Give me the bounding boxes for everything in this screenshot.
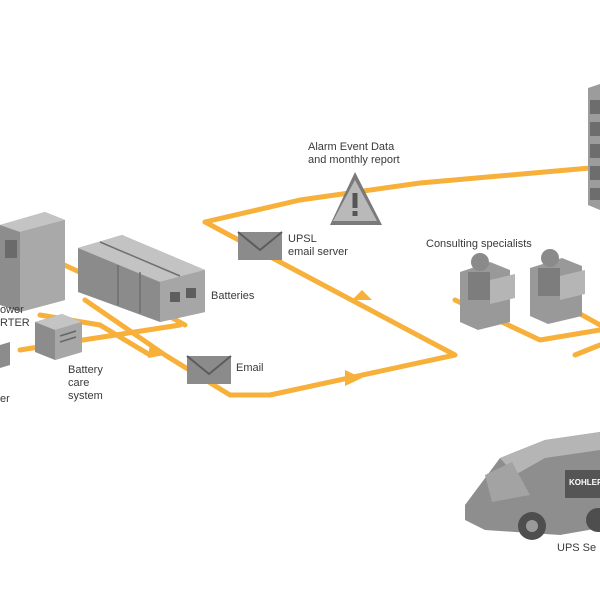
arrow-icon — [345, 370, 362, 386]
alarm-label-line1: Alarm Event Data — [308, 141, 395, 153]
server-rack-icon — [588, 84, 600, 210]
battery-care-box-icon — [35, 314, 82, 360]
power-label-line2: RTER — [0, 317, 30, 329]
consulting-label: Consulting specialists — [426, 238, 532, 250]
batteries-label: Batteries — [211, 290, 255, 302]
ups-cabinet-icon — [0, 212, 65, 312]
battery-care-label-line2: care — [68, 377, 90, 389]
email-label: Email — [236, 362, 264, 374]
flow-arrows — [148, 290, 372, 386]
flow-line-to-server — [202, 165, 593, 225]
battery-care-label-line3: system — [68, 390, 103, 402]
arrow-icon — [148, 343, 165, 358]
alarm-label-line2: and monthly report — [308, 154, 400, 166]
flow-line-right-edge — [572, 342, 600, 358]
monitor-box-icon — [0, 342, 10, 368]
upsl-label-line1: UPSL — [288, 233, 317, 245]
envelope-icon — [186, 355, 232, 384]
power-label-line1: ower — [0, 304, 24, 316]
service-van-icon — [465, 432, 600, 540]
van-brand-label: KOHLER — [569, 478, 600, 487]
envelope-icon — [237, 231, 283, 260]
left-edge-label: er — [0, 393, 10, 405]
person-at-desk-icon — [460, 253, 515, 330]
arrow-icon — [352, 290, 372, 300]
upsl-label-line2: email server — [288, 246, 348, 258]
battery-care-label-line1: Battery — [68, 364, 103, 376]
ups-service-label: UPS Se — [557, 542, 597, 554]
warning-triangle-icon — [330, 172, 382, 225]
battery-bank-icon — [78, 235, 205, 322]
person-at-desk-icon — [530, 249, 585, 324]
